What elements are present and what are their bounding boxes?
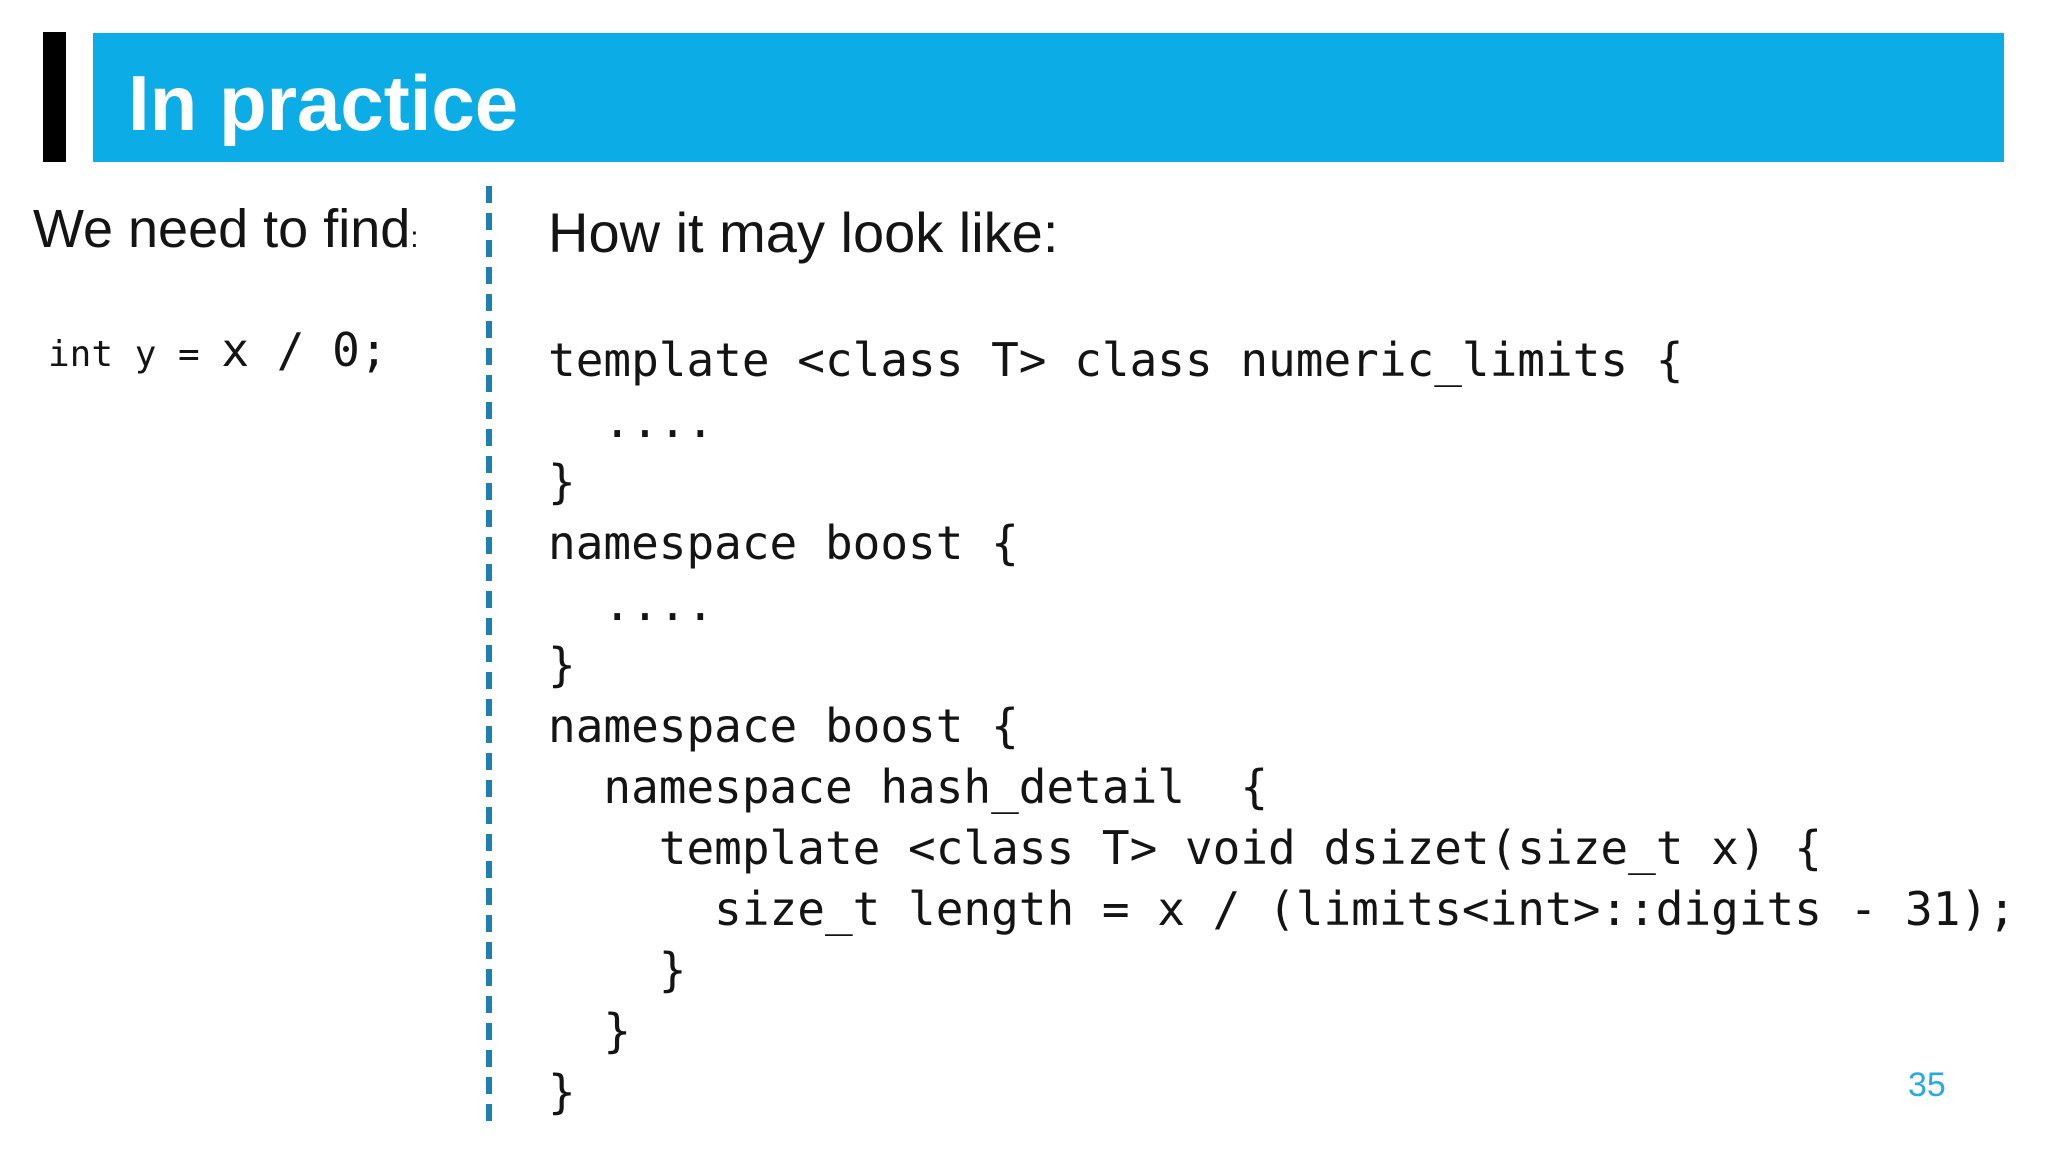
left-code-large-part: x / 0; bbox=[221, 323, 388, 377]
code-line: size_t length = x / (limits<int>::digits… bbox=[548, 882, 2016, 936]
left-code-snippet: int y = x / 0; bbox=[48, 327, 388, 373]
code-line: template <class T> void dsizet(size_t x)… bbox=[548, 821, 1822, 875]
left-column-heading: We need to find: bbox=[33, 199, 419, 259]
right-column-heading: How it may look like: bbox=[548, 201, 1059, 264]
left-heading-colon: : bbox=[410, 221, 419, 254]
slide-title: In practice bbox=[128, 58, 519, 147]
code-line: .... bbox=[548, 577, 715, 631]
code-line: namespace boost { bbox=[548, 699, 1019, 753]
code-line: } bbox=[548, 455, 576, 509]
code-line: } bbox=[548, 1065, 576, 1119]
right-code-block: template <class T> class numeric_limits … bbox=[548, 330, 2016, 1123]
code-line: namespace hash_detail { bbox=[548, 760, 1269, 814]
page-number: 35 bbox=[1908, 1066, 1946, 1104]
column-divider-dashed-line bbox=[486, 186, 492, 1124]
code-line: .... bbox=[548, 394, 715, 448]
code-line: } bbox=[548, 638, 576, 692]
code-line: } bbox=[548, 1004, 632, 1058]
code-line: template <class T> class numeric_limits … bbox=[548, 333, 1684, 387]
left-code-small-part: int y = bbox=[48, 334, 222, 375]
title-accent-bar bbox=[43, 32, 66, 162]
code-line: } bbox=[548, 943, 687, 997]
title-bar: In practice bbox=[93, 33, 2004, 162]
left-heading-text: We need to find bbox=[33, 199, 411, 259]
code-line: namespace boost { bbox=[548, 516, 1019, 570]
